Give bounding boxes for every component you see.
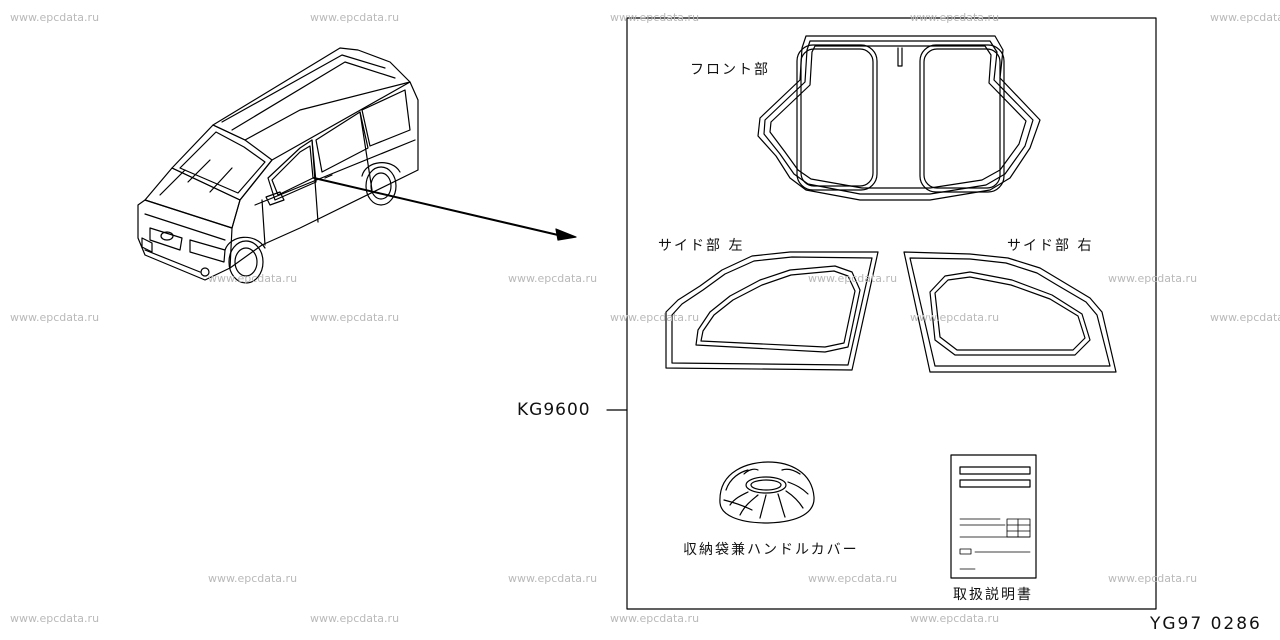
watermark: www.epcdata.ru	[10, 612, 100, 625]
storage-cover-shape	[719, 461, 815, 524]
watermark: www.epcdata.ru	[610, 11, 700, 24]
label-instruction-manual: 取扱説明書	[953, 587, 1033, 603]
watermark: www.epcdata.ru	[508, 272, 598, 285]
pointer-arrow	[313, 177, 577, 241]
watermark: www.epcdata.ru	[1210, 311, 1280, 324]
watermark: www.epcdata.ru	[610, 311, 700, 324]
watermark: www.epcdata.ru	[310, 11, 400, 24]
watermark: www.epcdata.ru	[208, 272, 298, 285]
watermark: www.epcdata.ru	[910, 612, 1000, 625]
watermark: www.epcdata.ru	[310, 612, 400, 625]
instruction-manual-shape	[950, 454, 1037, 579]
watermark: www.epcdata.ru	[10, 11, 100, 24]
watermark: www.epcdata.ru	[910, 311, 1000, 324]
watermark: www.epcdata.ru	[610, 612, 700, 625]
watermark: www.epcdata.ru	[910, 11, 1000, 24]
label-storage-cover: 収納袋兼ハンドルカバー	[683, 542, 859, 558]
part-number-label[interactable]: KG9600	[517, 400, 591, 420]
watermark: www.epcdata.ru	[1210, 11, 1280, 24]
watermark: www.epcdata.ru	[310, 311, 400, 324]
diagram-code: YG97 0286	[1150, 614, 1262, 634]
label-front-section: フロント部	[690, 62, 770, 78]
side-left-shape	[665, 251, 879, 371]
kit-frame	[626, 17, 1157, 610]
watermark: www.epcdata.ru	[10, 311, 100, 324]
watermark: www.epcdata.ru	[1108, 572, 1198, 585]
side-right-shape	[903, 251, 1117, 373]
watermark: www.epcdata.ru	[808, 272, 898, 285]
label-side-right: サイド部 右	[1007, 238, 1094, 254]
watermark: www.epcdata.ru	[508, 572, 598, 585]
label-side-left: サイド部 左	[658, 238, 745, 254]
watermark: www.epcdata.ru	[808, 572, 898, 585]
watermark: www.epcdata.ru	[208, 572, 298, 585]
van-illustration	[137, 47, 419, 284]
watermark: www.epcdata.ru	[1108, 272, 1198, 285]
front-section-shape	[757, 35, 1041, 201]
